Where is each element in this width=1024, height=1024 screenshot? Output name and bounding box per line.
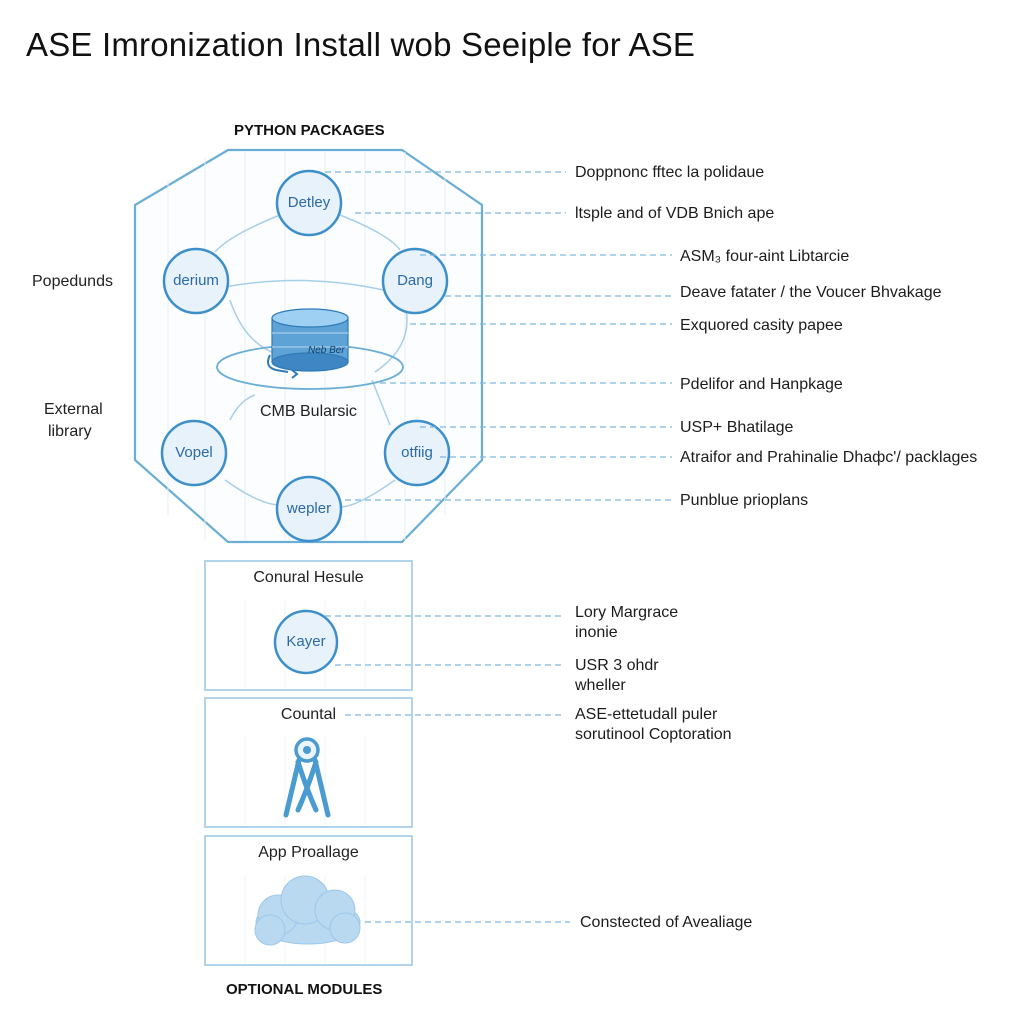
node-dang <box>381 247 449 315</box>
diagram-title: ASE Imronization Install wob Seeiple for… <box>26 26 696 63</box>
ribbon-icon <box>283 737 331 818</box>
node-wepler <box>275 475 343 543</box>
node-label-otfiig: otfiig <box>401 444 433 461</box>
box1-annotation-1: Lory Margrace <box>575 604 679 621</box>
box1-annotation-2: inonie <box>575 624 618 641</box>
annotation-4: Deave fatater / the Voucer Bhvakage <box>680 284 942 301</box>
node-label-detley: Detley <box>287 194 331 211</box>
optional-modules-heading: OPTIONAL MODULES <box>226 981 383 998</box>
database-icon <box>267 308 349 379</box>
annotation-2: ltsple and of VDB Bnich ape <box>575 205 775 222</box>
side-label-popedunds: Popedunds <box>32 273 113 290</box>
annotation-5: Exquored casity papee <box>680 317 843 334</box>
box-title-app-proallage: App Proallage <box>258 844 359 861</box>
box-title-conural-hesule: Conural Hesule <box>253 569 364 586</box>
node-detley <box>275 169 343 237</box>
node-label-dang: Dang <box>397 272 433 289</box>
node-label-derium: derium <box>173 272 219 289</box>
box1-annotation-4: wheller <box>575 677 626 694</box>
python-packages-heading: PYTHON PACKAGES <box>234 122 385 139</box>
package-nodes <box>160 169 451 543</box>
node-otfiig <box>383 419 451 487</box>
box1-annotation-3: USR 3 ohdr <box>575 657 659 674</box>
node-kayer <box>273 609 339 675</box>
box2-annotation-2: sorutinool Coptoration <box>575 726 732 743</box>
database-label: Neb Ber <box>308 345 345 356</box>
box2-annotation-1: ASE-ettetudall puler <box>575 706 718 723</box>
leader-lines-top <box>325 171 672 501</box>
node-label-kayer: Kayer <box>286 633 326 650</box>
annotation-9: Punblue prioplans <box>680 492 809 509</box>
annotation-3: ASM₃ four-aint Libtarcie <box>680 248 850 265</box>
node-derium <box>162 247 230 315</box>
annotation-6: Pdelifor and Hanpkage <box>680 376 843 393</box>
box-grid <box>244 600 366 963</box>
annotation-8: Atraifor and Prahinalie Dhaфс'/ packlage… <box>680 449 978 466</box>
node-vopel <box>160 419 228 487</box>
side-label-library: library <box>48 423 92 440</box>
box-title-countal: Countal <box>280 706 337 723</box>
annotation-7: USP+ Bhatilage <box>680 419 794 436</box>
annotation-1: Doppnonc fftec la polidaue <box>575 164 765 181</box>
box3-annotation-1: Constected of Avealiage <box>580 914 753 931</box>
cloud-icon <box>254 875 361 946</box>
leader-lines-bottom <box>325 615 570 923</box>
side-label-external: External <box>44 401 103 418</box>
center-label: CMB Bularsic <box>260 403 357 420</box>
node-label-vopel: Vopel <box>175 444 213 461</box>
node-label-wepler: wepler <box>286 500 332 517</box>
